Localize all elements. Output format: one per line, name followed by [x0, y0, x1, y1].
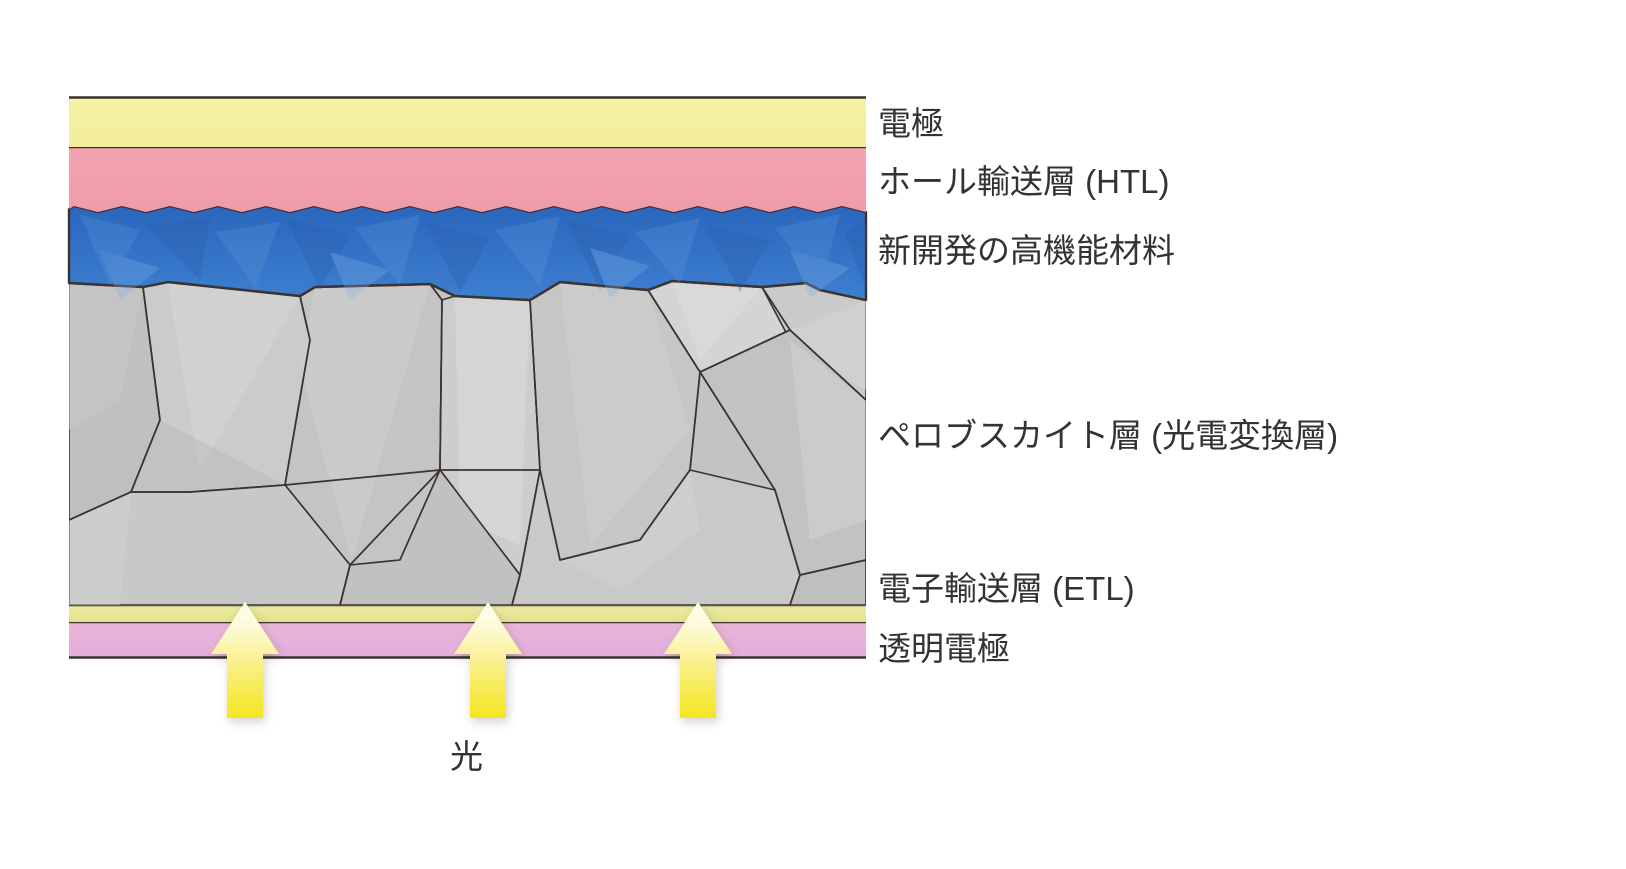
layer-htl	[69, 145, 866, 212]
label-transparent-electrode: 透明電極	[878, 630, 1010, 667]
label-light: 光	[450, 738, 483, 775]
light-arrow-3	[664, 602, 732, 718]
layer-etl	[69, 603, 866, 622]
layer-top-electrode	[69, 96, 866, 147]
light-arrow-2	[454, 602, 522, 718]
layer-perovskite	[69, 206, 866, 606]
label-top-electrode: 電極	[878, 105, 944, 142]
label-new-material: 新開発の高機能材料	[878, 232, 1175, 269]
label-perovskite: ペロブスカイト層 (光電変換層)	[878, 417, 1339, 454]
light-arrow-1	[211, 602, 279, 718]
perovskite-grains	[69, 280, 866, 606]
light-arrows-group	[211, 602, 732, 718]
blue-texture	[80, 214, 866, 300]
layer-new-material	[67, 204, 868, 302]
label-etl: 電子輸送層 (ETL)	[878, 570, 1135, 607]
label-htl: ホール輸送層 (HTL)	[878, 163, 1170, 200]
